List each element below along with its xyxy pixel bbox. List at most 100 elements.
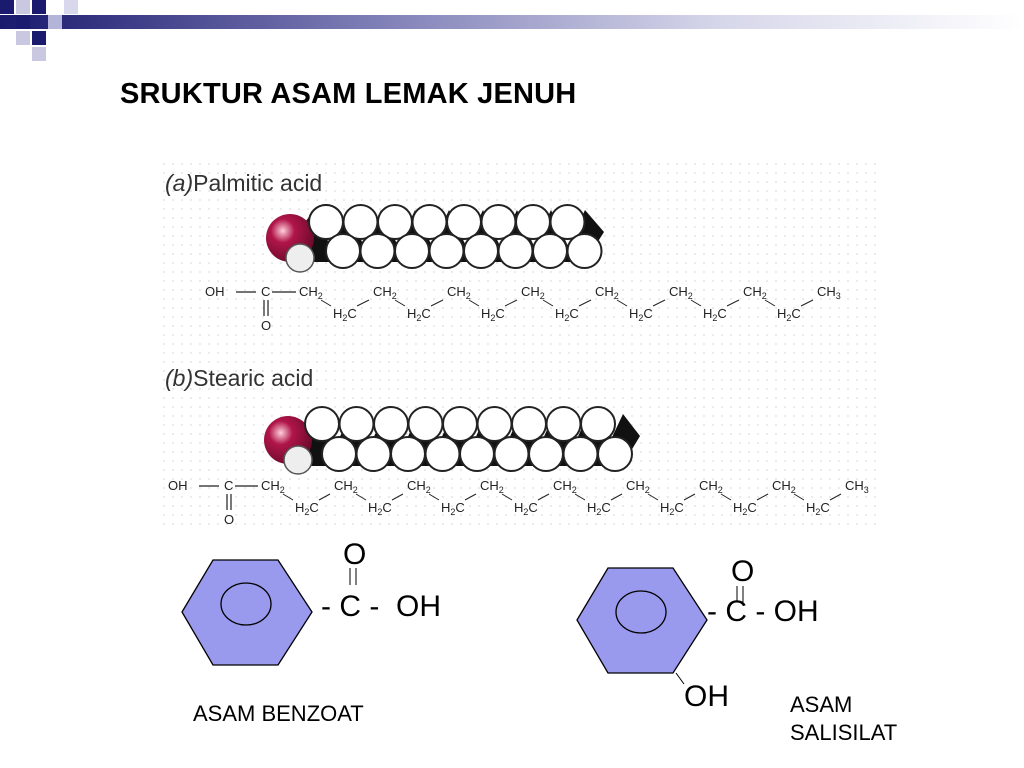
- salicylic-carboxyl-group: - C - OH: [707, 595, 819, 628]
- hydrogen-atom: [285, 243, 315, 273]
- hydrogen-atom: [597, 436, 633, 472]
- hydrogen-atom: [476, 406, 513, 442]
- formula-ch2: CH2: [595, 284, 619, 301]
- formula-h2c: H2C: [481, 306, 505, 323]
- hydrogen-atom: [549, 204, 586, 240]
- formula-ch2: CH2: [261, 478, 285, 495]
- formula-ch2: CH2: [553, 478, 577, 495]
- benzoic-acid-name: ASAM BENZOAT: [193, 701, 364, 726]
- formula-h2c: H2C: [806, 500, 830, 517]
- salicylic-name-line1: ASAM: [790, 692, 853, 717]
- aromatic-circle: [615, 590, 667, 634]
- formula-h2c: H2C: [629, 306, 653, 323]
- formula-ch2: CH2: [373, 284, 397, 301]
- formula-ch2: CH2: [743, 284, 767, 301]
- formula-ch2: CH2: [480, 478, 504, 495]
- formula-h2c: H2C: [295, 500, 319, 517]
- hydrogen-atom: [493, 436, 530, 472]
- hydrogen-atom: [359, 233, 396, 269]
- formula-ch2: CH2: [447, 284, 471, 301]
- formula-h2c: H2C: [555, 306, 579, 323]
- banner-square: [32, 0, 46, 14]
- formula-ch2: CH2: [407, 478, 431, 495]
- stearic-name: Stearic acid: [193, 365, 313, 391]
- header-banner: [0, 0, 1024, 61]
- formula-h2c: H2C: [514, 500, 538, 517]
- hydrogen-atom: [407, 406, 444, 442]
- formula-ch2: CH2: [626, 478, 650, 495]
- palmitic-prefix: (a): [165, 170, 193, 196]
- hydrogen-atom: [390, 436, 426, 472]
- hydrogen-atom: [442, 406, 478, 442]
- formula-ch2: CH2: [334, 478, 358, 495]
- banner-square: [48, 15, 62, 29]
- formula-h2c: H2C: [333, 306, 357, 323]
- stearic-space-filling-model: [264, 406, 640, 475]
- formula-oh: OH: [205, 284, 225, 299]
- formula-ch3: CH3: [817, 284, 841, 301]
- hydrogen-atom: [304, 406, 340, 442]
- formula-ch2: CH2: [699, 478, 723, 495]
- palmitic-label: (a)Palmitic acid: [165, 170, 322, 196]
- hydrogen-atom: [545, 406, 582, 442]
- hydrogen-atom: [562, 436, 599, 472]
- hydrogen-atom: [566, 233, 603, 269]
- hydrogen-atom: [394, 233, 430, 269]
- hydrogen-atom: [338, 406, 375, 442]
- formula-h2c: H2C: [777, 306, 801, 323]
- formula-oh: OH: [168, 478, 188, 493]
- palmitic-name: Palmitic acid: [193, 170, 322, 196]
- formula-h2c: H2C: [587, 500, 611, 517]
- hydrogen-atom: [355, 436, 392, 472]
- hydrogen-atom: [459, 436, 495, 472]
- hydrogen-atom: [373, 406, 409, 442]
- formula-h2c: H2C: [703, 306, 727, 323]
- formula-ch2: CH2: [299, 284, 323, 301]
- hydrogen-atom: [580, 406, 616, 442]
- hydrogen-atom: [321, 436, 357, 472]
- formula-o: O: [224, 512, 234, 527]
- salicylic-hydroxyl: OH: [684, 680, 729, 713]
- benzoic-acid-structure: [181, 559, 357, 666]
- hydrogen-atom: [424, 436, 461, 472]
- hydrogen-atom: [497, 233, 534, 269]
- stearic-prefix: (b): [165, 365, 193, 391]
- salicylic-acid-name: ASAM SALISILAT: [790, 691, 897, 746]
- salicylic-oxygen: O: [731, 555, 755, 588]
- formula-ch2: CH2: [772, 478, 796, 495]
- hydrogen-atom: [528, 436, 564, 472]
- banner-square: [32, 47, 46, 61]
- formula-h2c: H2C: [441, 500, 465, 517]
- formula-h2c: H2C: [660, 500, 684, 517]
- formula-c: C: [224, 478, 233, 493]
- aromatic-circle: [220, 582, 272, 626]
- hydrogen-atom: [532, 233, 568, 269]
- banner-square: [16, 31, 30, 45]
- banner-square: [32, 31, 46, 45]
- formula-ch3: CH3: [845, 478, 869, 495]
- banner-square: [64, 0, 78, 14]
- hydrogen-atom: [325, 233, 361, 269]
- formula-o: O: [261, 318, 271, 333]
- formula-h2c: H2C: [733, 500, 757, 517]
- banner-square: [16, 0, 30, 14]
- slide-title: SRUKTUR ASAM LEMAK JENUH: [120, 78, 577, 110]
- hydrogen-atom: [428, 233, 465, 269]
- salicylic-acid-structure: [576, 567, 744, 685]
- palmitic-space-filling-model: [266, 204, 604, 273]
- benzoic-carboxyl-group: - C - OH: [321, 590, 441, 623]
- formula-h2c: H2C: [368, 500, 392, 517]
- hydrogen-atom: [511, 406, 547, 442]
- banner-square: [16, 15, 30, 29]
- formula-c: C: [261, 284, 270, 299]
- hydrogen-atom: [463, 233, 499, 269]
- formula-ch2: CH2: [669, 284, 693, 301]
- hydrogen-atom: [283, 445, 313, 475]
- formula-h2c: H2C: [407, 306, 431, 323]
- banner-square: [0, 0, 14, 14]
- stearic-label: (b)Stearic acid: [165, 365, 313, 391]
- salicylic-name-line2: SALISILAT: [790, 719, 898, 745]
